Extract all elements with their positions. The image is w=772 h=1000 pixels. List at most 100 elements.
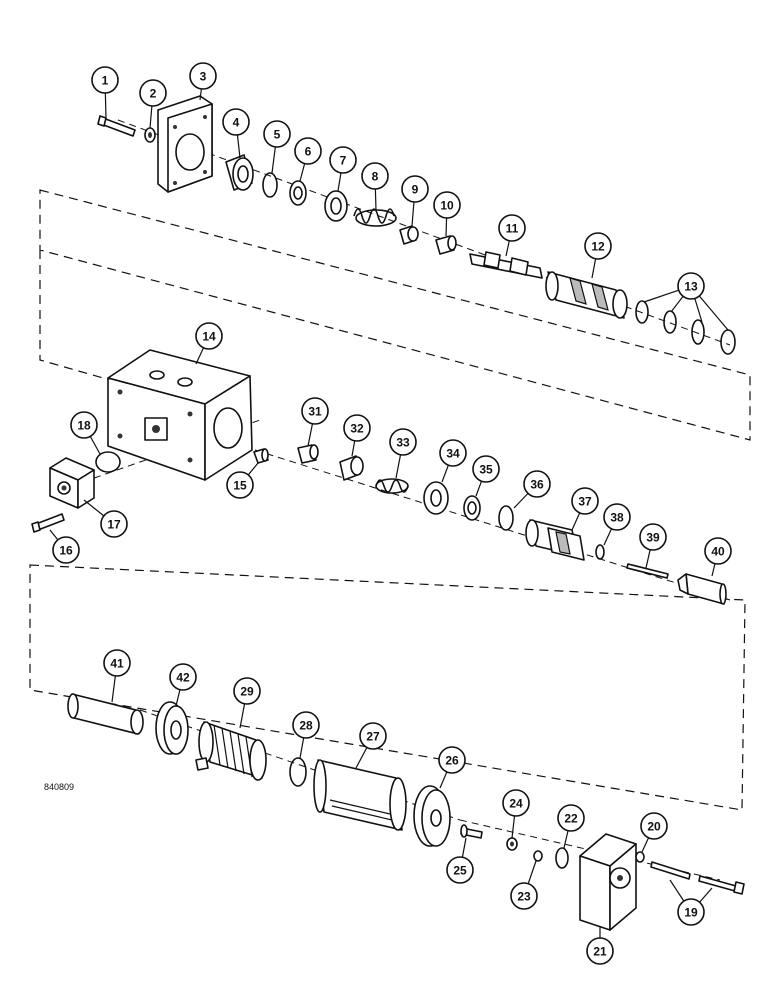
callout-11: 11 (498, 214, 526, 257)
callout-36: 36 (513, 470, 551, 509)
callout-number: 10 (440, 199, 454, 213)
callout-32: 32 (343, 414, 371, 457)
part-3-end-plate (157, 95, 213, 193)
callout-number: 29 (240, 685, 254, 699)
leader-line (351, 440, 356, 457)
part-36-o-ring (498, 505, 514, 531)
callout-circle (389, 428, 417, 456)
callout-circle (557, 804, 585, 832)
callout-41: 41 (103, 649, 131, 703)
callout-circle (586, 937, 614, 965)
callout-31: 31 (301, 397, 329, 447)
part-38-o-ring (595, 544, 605, 560)
callout-layer: 1234567891011121314151617181920212223242… (49, 62, 732, 965)
callout-number: 34 (446, 447, 460, 461)
callout-circle (571, 487, 599, 515)
callout-7: 7 (329, 146, 357, 192)
callout-number: 15 (233, 479, 247, 493)
callout-number: 31 (308, 405, 322, 419)
part-24-washer (506, 837, 518, 851)
callout-19: 19 (669, 879, 713, 926)
leader-line (475, 480, 483, 497)
callout-20: 20 (640, 812, 668, 853)
leader-line (645, 549, 651, 569)
callout-number: 14 (202, 330, 216, 344)
leader-line (461, 837, 467, 858)
callout-number: 4 (233, 116, 240, 130)
callout-18: 18 (70, 411, 101, 455)
leader-line (670, 295, 684, 313)
callout-number: 2 (150, 87, 157, 101)
callout-number: 16 (59, 544, 73, 558)
leader-line (271, 146, 276, 174)
callout-10: 10 (433, 191, 461, 237)
part-26-end-disc (413, 785, 451, 847)
callout-circle (677, 272, 705, 300)
leader-line (563, 830, 569, 849)
callout-circle (292, 711, 320, 739)
leader-line (236, 134, 241, 159)
leader-line (239, 703, 246, 729)
figure-code: 840809 (44, 782, 74, 792)
leader-line (439, 771, 448, 789)
leader-line (441, 464, 449, 483)
callout-26: 26 (438, 746, 466, 789)
assembly-outline-upper (39, 189, 751, 441)
leader-line (527, 860, 537, 884)
leader-line (89, 436, 101, 455)
callout-42: 42 (169, 663, 197, 707)
callout-5: 5 (263, 120, 291, 174)
callout-circle (189, 62, 217, 90)
leader-line (711, 563, 716, 577)
callout-number: 41 (110, 657, 124, 671)
part-12-spool-sleeve (545, 271, 628, 319)
callout-number: 1 (102, 74, 109, 88)
part-17-side-cover (49, 457, 95, 509)
callout-1: 1 (91, 66, 119, 119)
leader-line (641, 837, 650, 853)
part-6-washer (289, 180, 307, 206)
leader-line (505, 240, 510, 257)
part-42-disc (155, 701, 189, 755)
leader-line (149, 105, 153, 129)
callout-circle (222, 108, 250, 136)
leader-line (669, 879, 685, 902)
callout-number: 39 (646, 531, 660, 545)
callout-circle (329, 146, 357, 174)
callout-number: 9 (412, 183, 419, 197)
callout-35: 35 (472, 455, 500, 497)
callout-2: 2 (139, 79, 167, 129)
leader-line (513, 492, 529, 509)
callout-number: 11 (506, 222, 519, 236)
leader-line (199, 88, 202, 101)
part-18-o-ring (95, 451, 121, 473)
callout-33: 33 (389, 428, 417, 479)
callout-number: 7 (340, 154, 347, 168)
callout-number: 17 (107, 518, 121, 532)
leader-line (299, 163, 306, 182)
leader-line (511, 815, 516, 839)
part-35-washer (463, 495, 481, 521)
callout-circle (677, 898, 705, 926)
part-21-end-cap (579, 833, 637, 931)
callout-12: 12 (584, 232, 612, 279)
part-2-washer (144, 127, 156, 143)
callout-circle (472, 455, 500, 483)
part-10-sleeve (435, 235, 457, 255)
part-11-spool (469, 251, 543, 279)
leader-line (571, 512, 581, 531)
callout-number: 36 (530, 478, 544, 492)
callout-number: 23 (517, 890, 531, 904)
callout-circle (502, 789, 530, 817)
callout-28: 28 (292, 711, 320, 759)
part-37-plunger (525, 519, 585, 561)
callout-number: 33 (396, 436, 410, 450)
part-23-ring (533, 850, 543, 862)
callout-circle (498, 214, 526, 242)
callout-circle (226, 471, 254, 499)
callout-17: 17 (83, 499, 128, 538)
callout-number: 25 (453, 864, 467, 878)
callout-22: 22 (557, 804, 585, 849)
callout-circle (70, 411, 98, 439)
